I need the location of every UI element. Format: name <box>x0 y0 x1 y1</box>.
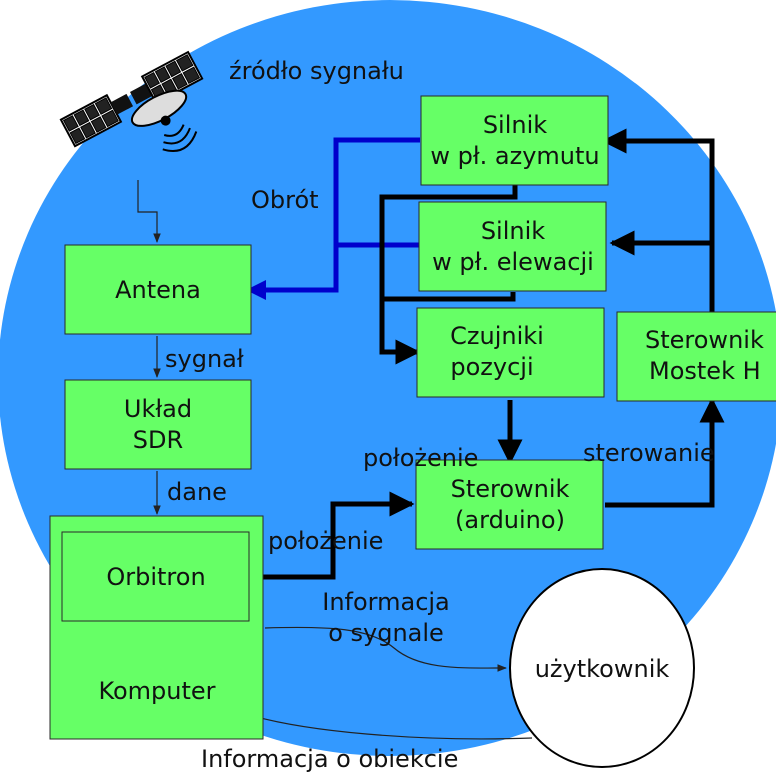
rotation-lines <box>246 137 420 300</box>
azimuth-motor-line2: w pł. azymutu <box>430 142 599 170</box>
data-label: dane <box>167 478 227 506</box>
position-sensors-line2: pozycji <box>450 353 533 381</box>
azimuth-motor-box <box>420 95 609 186</box>
control-lines <box>250 128 725 580</box>
controller-arduino-line1: Sterownik <box>451 475 570 503</box>
sdr-line1: Układ <box>124 395 192 423</box>
user-label: użytkownik <box>535 655 670 683</box>
position-orbitron-out-label: położenie <box>268 527 383 555</box>
position-sensors-box <box>416 307 605 398</box>
control-label: sterowanie <box>583 439 715 467</box>
signal-info-arrow <box>264 626 507 672</box>
position-sensors-line1: Czujniki <box>450 322 544 350</box>
controller-arduino-line2: (arduino) <box>455 506 565 534</box>
sdr-box <box>64 379 252 470</box>
user-circle <box>509 568 695 768</box>
controller-arduino-box <box>415 459 604 550</box>
position-sensor-out-label: położenie <box>363 444 478 472</box>
satellite-to-antenna-arrow <box>137 180 161 243</box>
signal-info-line2: o sygnale <box>328 619 444 647</box>
satellite-icon <box>59 50 204 153</box>
rotation-label: Obrót <box>251 186 319 214</box>
object-info-label: Informacja o obiekcie <box>201 745 458 773</box>
driver-bridge-box <box>616 311 776 402</box>
antenna-label: Antena <box>115 276 201 304</box>
elevation-motor-box <box>418 201 607 292</box>
orbitron-label: Orbitron <box>106 563 205 591</box>
signal-label: sygnał <box>165 345 244 373</box>
signal-source-label: źródło sygnału <box>229 57 404 85</box>
elevation-motor-line2: w pł. elewacji <box>432 248 594 276</box>
azimuth-motor-line1: Silnik <box>483 111 547 139</box>
driver-bridge-line2: Mostek H <box>649 357 761 385</box>
antenna-box <box>64 244 252 335</box>
signal-info-line1: Informacja <box>322 588 450 616</box>
computer-label: Komputer <box>98 677 215 705</box>
sdr-line2: SDR <box>133 426 183 454</box>
driver-bridge-line1: Sterownik <box>645 326 764 354</box>
orbitron-box <box>61 531 250 622</box>
elevation-motor-line1: Silnik <box>481 217 545 245</box>
